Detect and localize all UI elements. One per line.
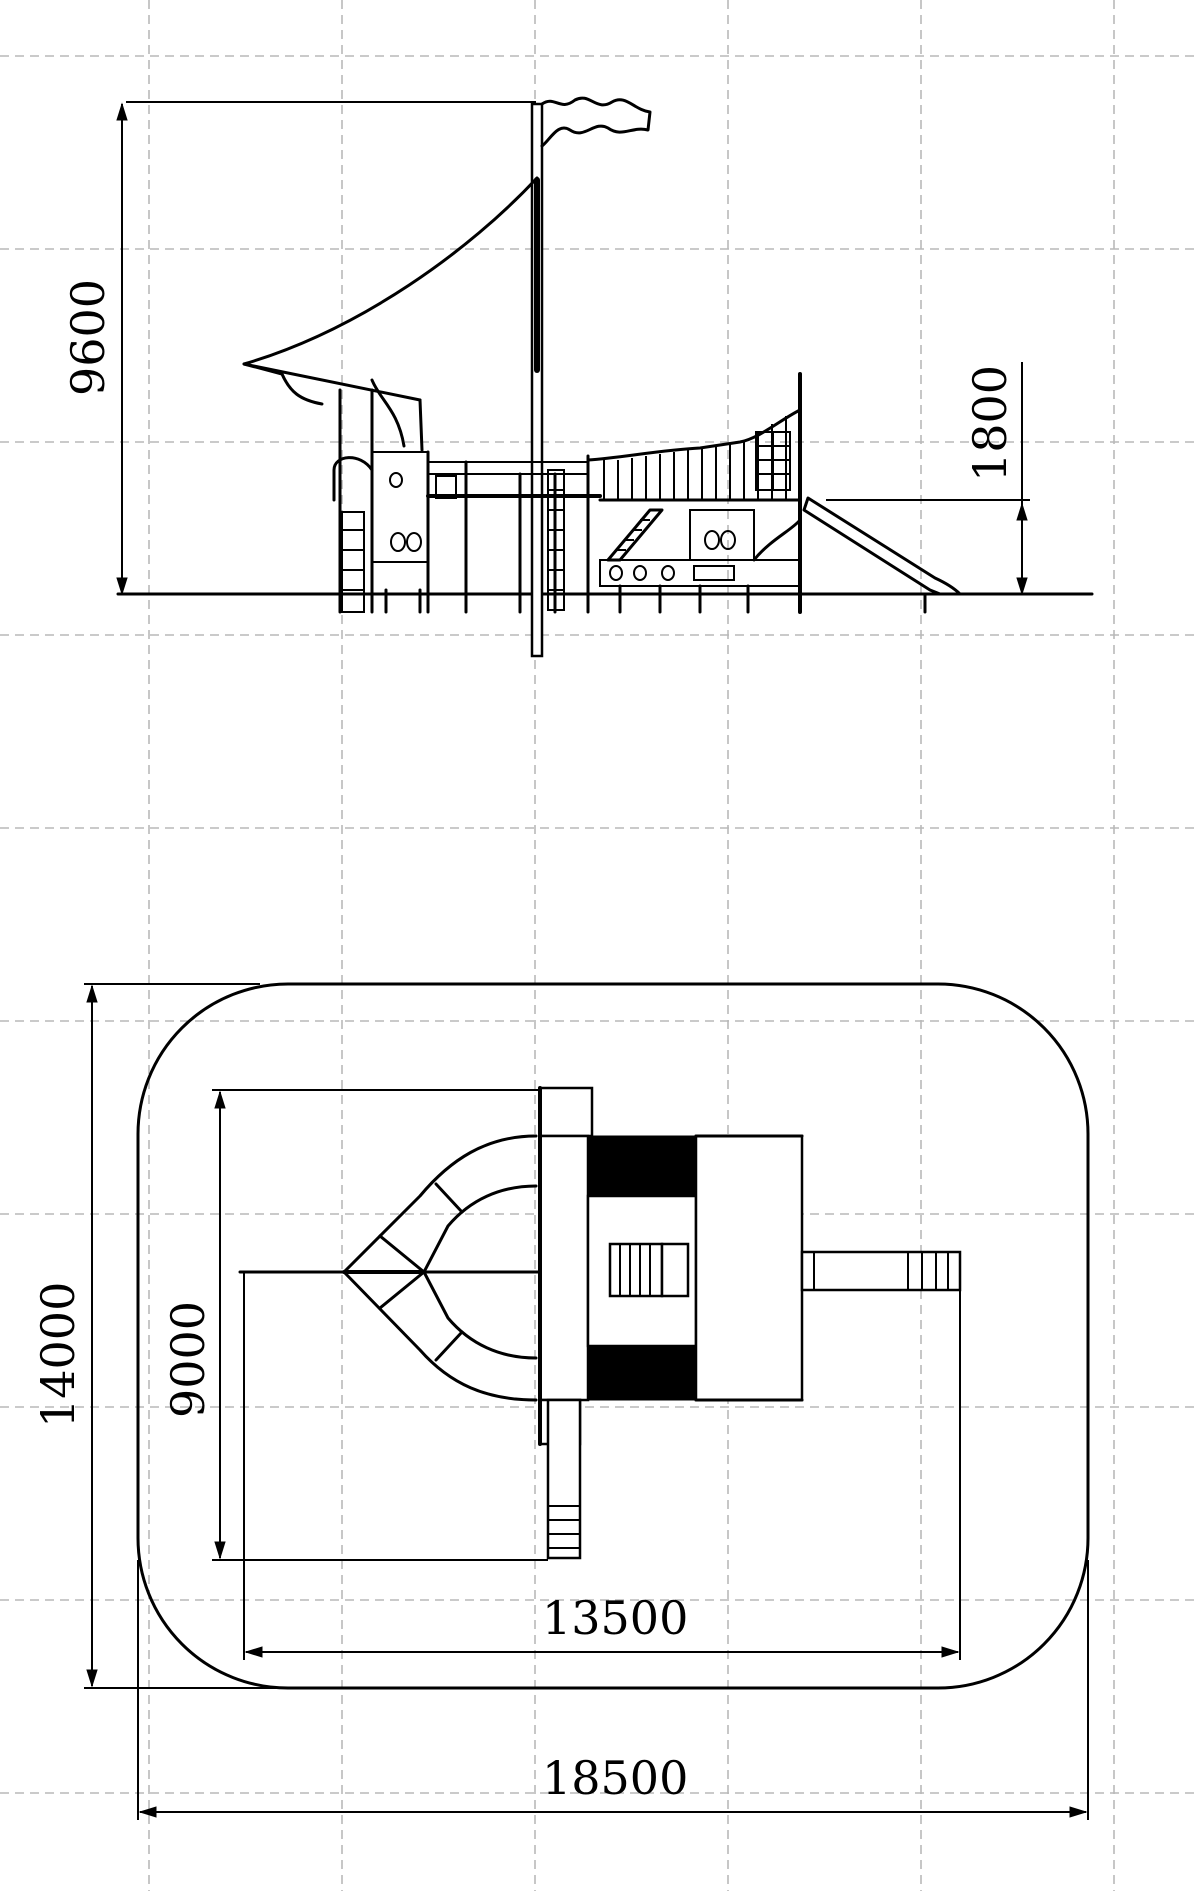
mast (530, 102, 544, 658)
slide-plan (800, 1250, 962, 1292)
dimension-label-plan-depth: 9000 (161, 1301, 215, 1418)
ladder-plan (546, 1398, 582, 1560)
dimension-label-platform-height: 1800 (963, 365, 1017, 482)
dark-panel-bottom (587, 1345, 697, 1401)
main-deck (426, 460, 602, 614)
sail (242, 176, 539, 402)
dimension-label-plan-width: 13500 (542, 1591, 688, 1645)
dimension-13500: 13500 (243, 1272, 961, 1660)
dimension-label-height-total: 9600 (61, 279, 115, 396)
bow-outline (342, 1134, 538, 1402)
dimension-9600: 9600 (61, 101, 536, 596)
elevation-view (116, 96, 1094, 658)
dark-panel-top (587, 1135, 697, 1197)
dimension-label-zone-depth: 14000 (31, 1282, 85, 1428)
dimension-14000: 14000 (31, 983, 300, 1689)
slide (802, 496, 962, 596)
safety-zone-outline (136, 982, 1090, 1690)
front-section (586, 372, 802, 614)
front-platform (694, 1134, 804, 1402)
dimension-9000: 9000 (161, 1089, 548, 1561)
dimension-1800: 1800 (826, 362, 1030, 596)
dimension-18500: 18500 (137, 1560, 1089, 1820)
plan-view (136, 982, 1090, 1690)
rear-tower (332, 388, 430, 614)
dimension-label-zone-width: 18500 (542, 1751, 688, 1805)
flag (540, 96, 652, 148)
